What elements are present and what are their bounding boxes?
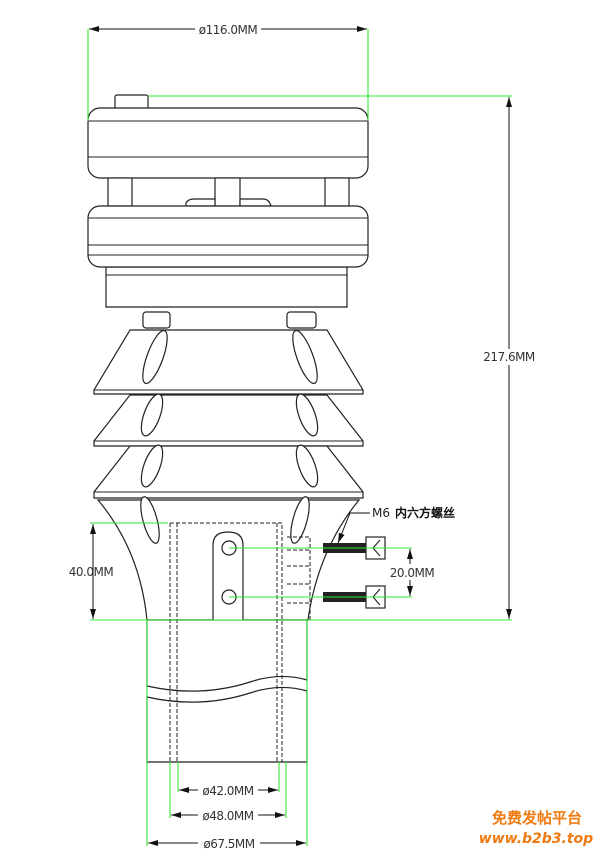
- top-cap: [87, 94, 369, 179]
- extension-lines: [87, 29, 512, 846]
- dim-hole-spacing: 20.0MM: [390, 566, 435, 580]
- dim-inner-diameter: ø42.0MM: [202, 784, 253, 798]
- screw-type-label: 内六方螺丝: [395, 505, 455, 520]
- watermark-line1: 免费发帖平台: [492, 809, 582, 827]
- connector-right: [286, 311, 317, 329]
- dim-total-height: 217.6MM: [483, 350, 535, 364]
- screw-size-label: M6: [372, 506, 390, 520]
- dim-base-diameter: ø67.5MM: [203, 837, 254, 851]
- clamp-bracket: [212, 531, 311, 620]
- dim-top-diameter: ø116.0MM: [199, 23, 258, 37]
- mounting-pipe: [146, 522, 308, 763]
- watermark-line2: www.b2b3.top: [479, 831, 593, 847]
- dim-pipe-diameter: ø48.0MM: [202, 809, 253, 823]
- dim-mount-height: 40.0MM: [69, 565, 114, 579]
- sensor-ring: [87, 205, 369, 308]
- connector-left: [142, 311, 171, 329]
- radiation-shield-louvers: [93, 329, 364, 499]
- support-posts: [107, 177, 350, 207]
